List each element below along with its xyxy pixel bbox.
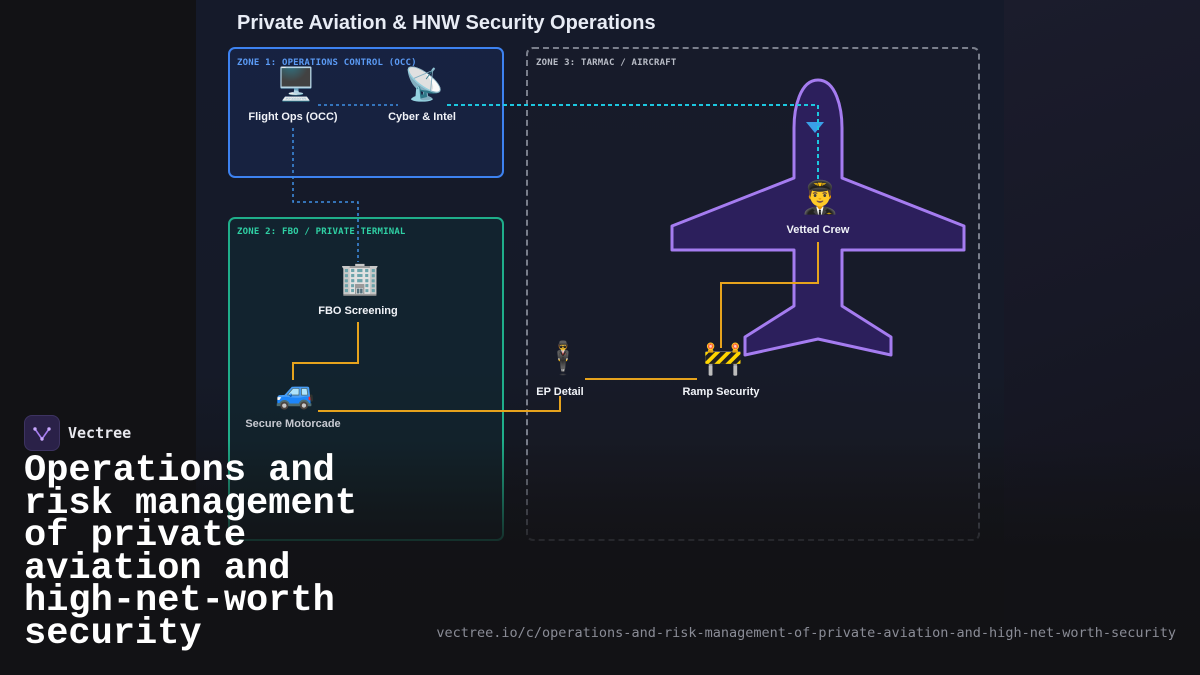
satellite-antenna-icon: 📡	[404, 66, 444, 102]
ramp-security-label: Ramp Security	[682, 386, 760, 398]
man-in-suit-icon: 🕴️	[543, 340, 583, 376]
aircraft-silhouette	[670, 78, 966, 357]
page-url[interactable]: vectree.io/c/operations-and-risk-managem…	[436, 625, 1176, 641]
zone-1-label: ZONE 1: OPERATIONS CONTROL (OCC)	[237, 58, 417, 68]
zone-operations-control	[228, 47, 504, 178]
link-motorcade-ep	[318, 396, 561, 412]
vetted-crew-label: Vetted Crew	[786, 224, 850, 236]
pilot-icon: 👨‍✈️	[800, 179, 840, 215]
flight-ops-label: Flight Ops (OCC)	[248, 111, 338, 123]
brand-name: Vectree	[68, 424, 132, 442]
zone-3-label: ZONE 3: TARMAC / AIRCRAFT	[536, 58, 677, 68]
link-cyber-aircraft	[447, 104, 819, 182]
diagram-title: Private Aviation & HNW Security Operatio…	[237, 12, 656, 34]
office-building-icon: 🏢	[340, 260, 380, 296]
construction-barrier-icon: 🚧	[703, 340, 743, 376]
link-fbo-motorcade	[292, 322, 359, 380]
zone-2-label: ZONE 2: FBO / PRIVATE TERMINAL	[237, 227, 406, 237]
secure-motorcade-label: Secure Motorcade	[245, 418, 341, 430]
vectree-logo-icon	[24, 415, 60, 451]
wifi-signal-icon	[806, 122, 824, 133]
desktop-computer-icon: 🖥️	[276, 66, 316, 102]
ep-detail-label: EP Detail	[536, 386, 584, 398]
brand: Vectree	[24, 415, 131, 451]
link-flightops-fbo	[292, 128, 359, 262]
page-headline: Operations and risk management of privat…	[24, 450, 358, 655]
minivan-icon: 🚙	[275, 374, 315, 410]
bottom-fade-overlay	[0, 440, 1200, 675]
cyber-intel-label: Cyber & Intel	[388, 111, 456, 123]
link-ramp-crew	[720, 242, 819, 348]
fbo-screening-label: FBO Screening	[318, 305, 398, 317]
